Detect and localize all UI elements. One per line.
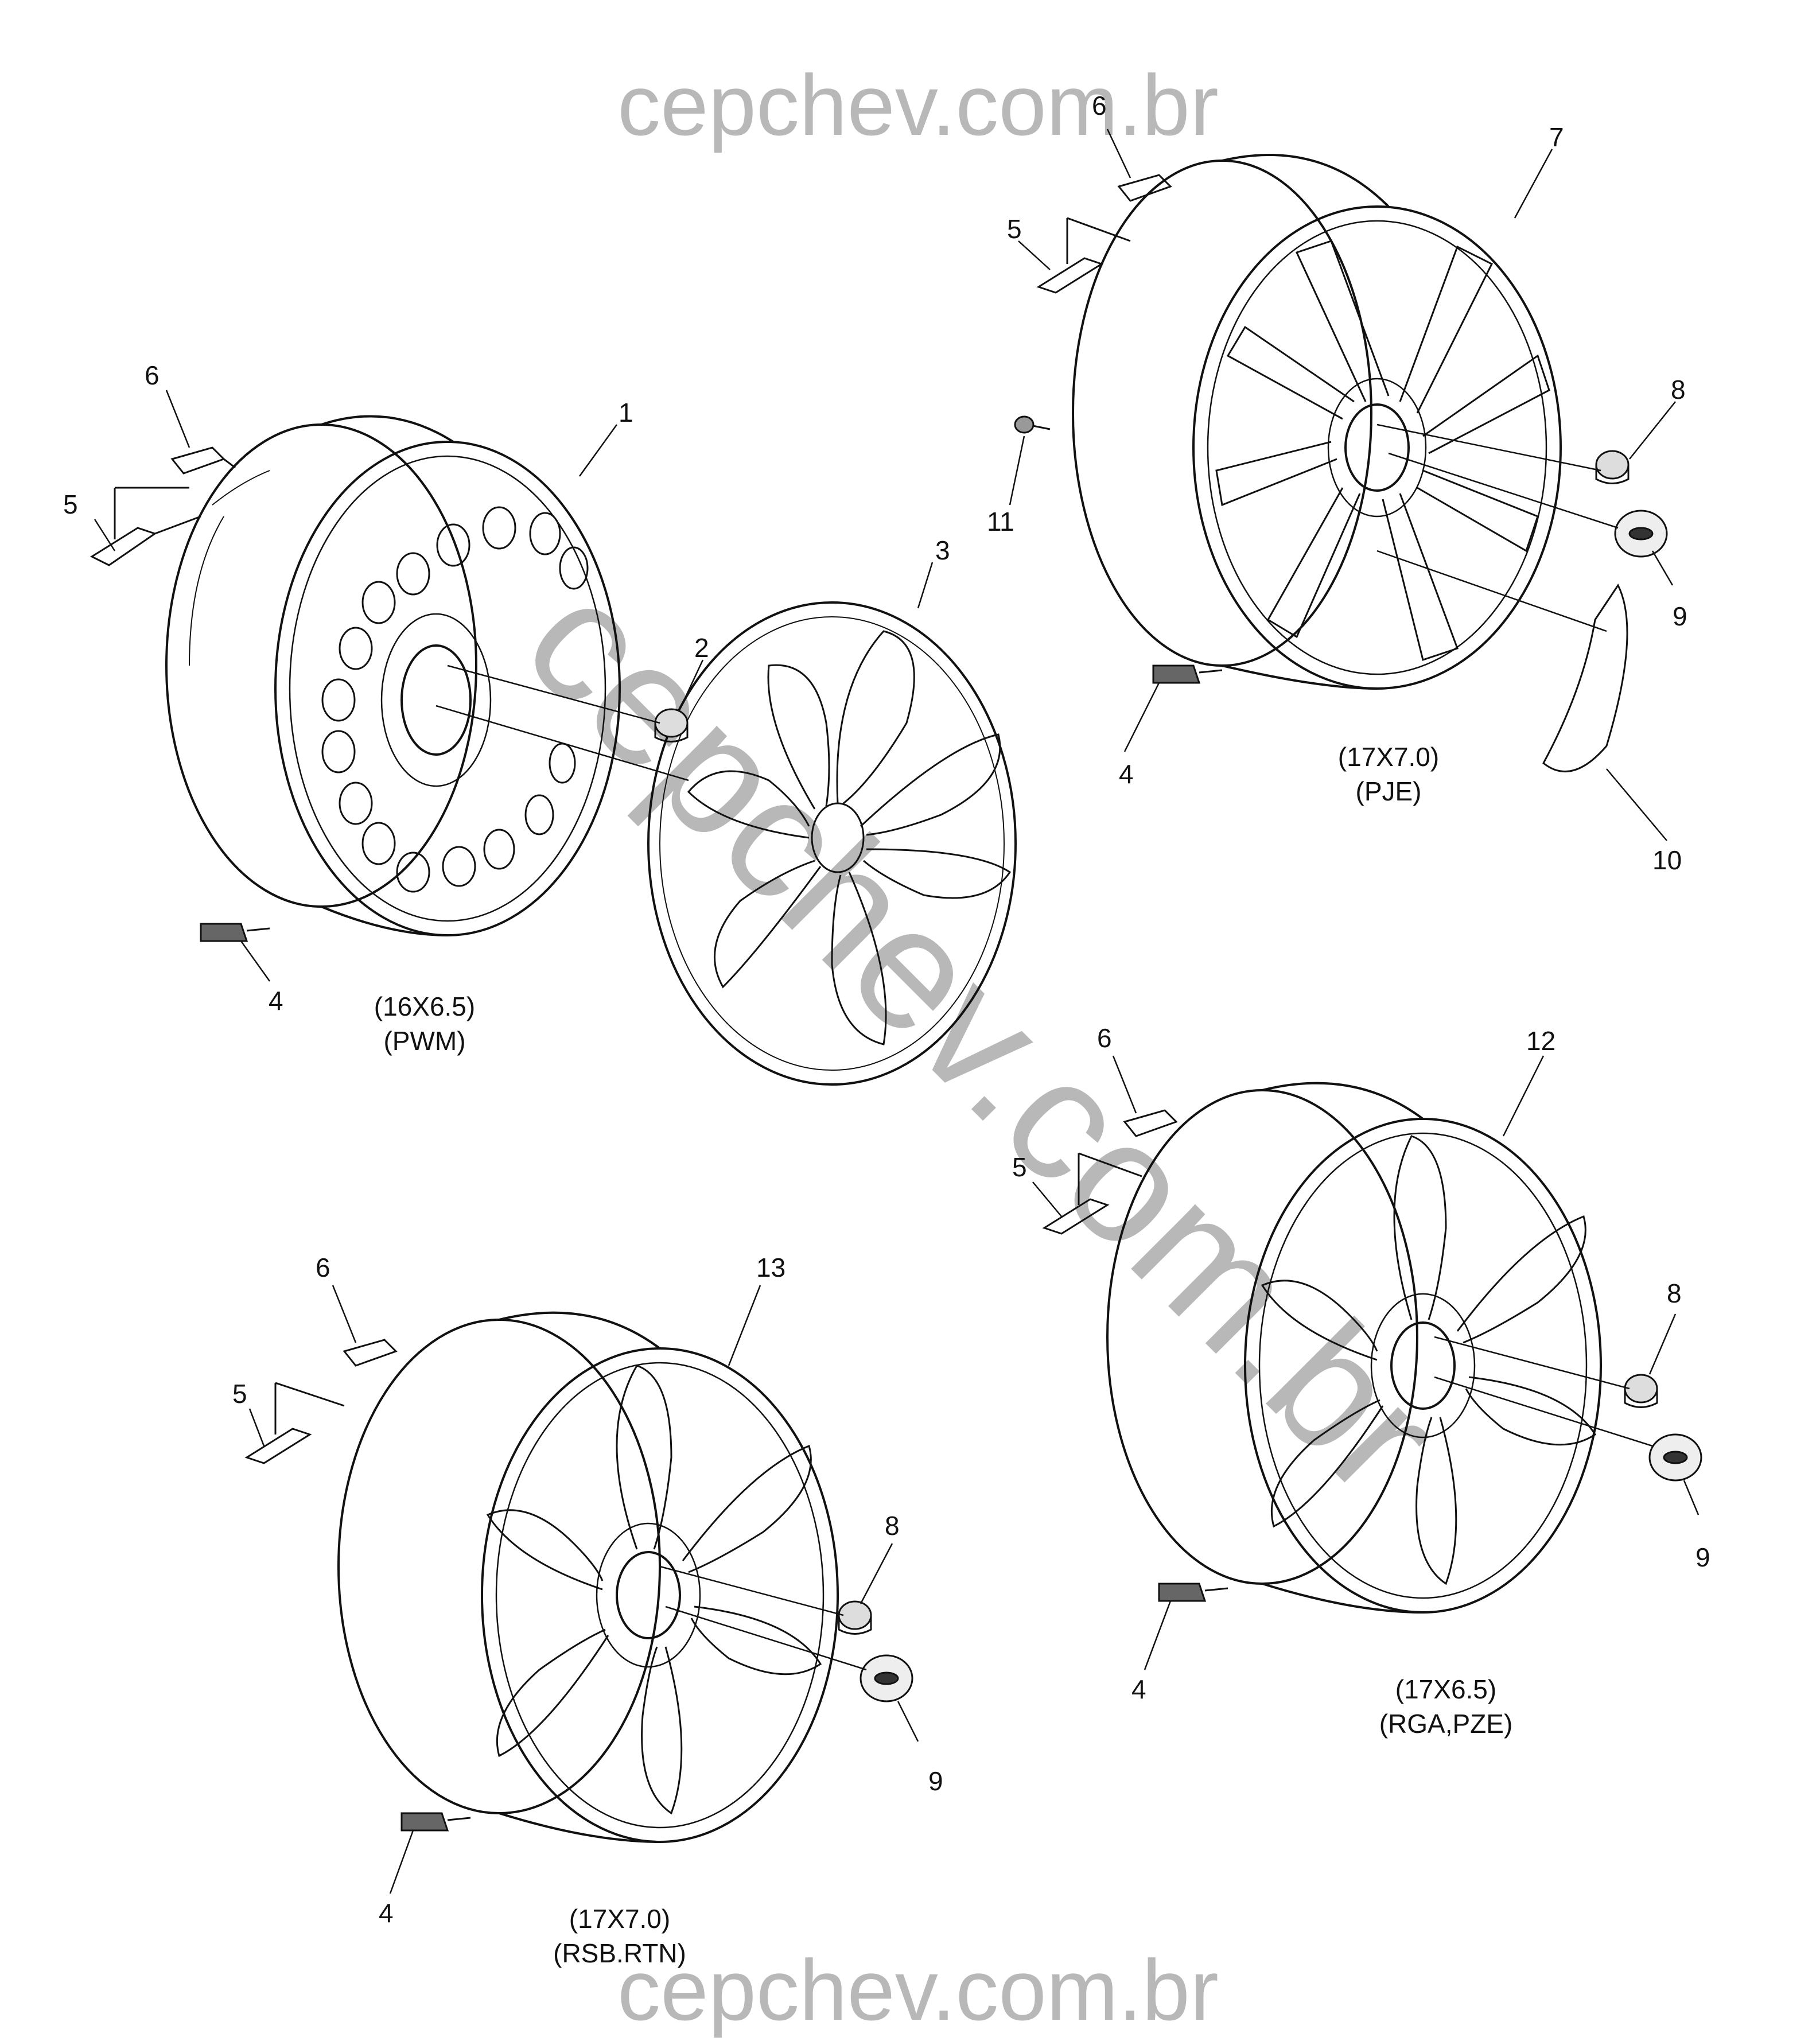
callout-9: 9 xyxy=(1695,1542,1710,1572)
callout-4: 4 xyxy=(1131,1674,1146,1704)
callout-8: 8 xyxy=(1667,1278,1682,1308)
alloy-wheel-rsb-rtn xyxy=(337,1311,839,1843)
callout-2: 2 xyxy=(694,633,709,663)
bolt xyxy=(1014,415,1051,434)
caption-code-rsb-rtn: (RSB.RTN) xyxy=(553,1938,686,1968)
callout-10: 10 xyxy=(1652,845,1682,875)
caption-code-pje: (PJE) xyxy=(1356,776,1422,806)
balance-weight-clip xyxy=(244,1382,345,1464)
callout-5: 5 xyxy=(232,1379,247,1409)
balance-weight-clip xyxy=(1042,1152,1142,1235)
valve-stem xyxy=(400,1812,471,1832)
caption-size-rga-pze: (17X6.5) xyxy=(1395,1674,1496,1704)
adhesive-weight xyxy=(1117,174,1172,202)
lug-nut xyxy=(1595,450,1630,484)
callout-4: 4 xyxy=(379,1898,394,1928)
callout-5: 5 xyxy=(63,489,78,519)
leader-lines-pje xyxy=(1009,129,1676,841)
watermark-diagonal: cepchev.com.br xyxy=(489,543,1476,1530)
wheel-group-rsb-rtn: 13 8 9 4 5 6 (17X7.0) (RSB.RTN) xyxy=(232,1253,943,1968)
callout-5: 5 xyxy=(1007,214,1022,244)
callout-6: 6 xyxy=(1097,1023,1112,1053)
callout-6: 6 xyxy=(316,1253,330,1282)
lug-nut xyxy=(838,1600,872,1635)
leader-lines-rga-pze xyxy=(1032,1055,1700,1670)
wheel-group-rga-pze: 12 8 9 4 5 6 (17X6.5) (RGA,PZE) xyxy=(1012,1023,1710,1739)
wheel-group-pje: 7 8 9 10 11 4 5 6 (17X7.0) (PJE) xyxy=(987,91,1687,875)
alloy-wheel-pje xyxy=(1072,154,1562,690)
adhesive-weight xyxy=(170,446,236,475)
lug-nut xyxy=(654,708,689,742)
wheel-group-pwm: 1 2 3 4 5 6 (16X6.5) (PWM) xyxy=(63,360,1017,1086)
callout-8: 8 xyxy=(1671,375,1686,405)
valve-stem xyxy=(200,923,270,942)
center-cap xyxy=(1614,510,1668,558)
caption-code-rga-pze: (RGA,PZE) xyxy=(1379,1709,1513,1739)
leader-lines-pwm xyxy=(94,390,934,982)
watermark-top: cepchev.com.br xyxy=(617,57,1219,153)
alloy-wheel-rga-pze xyxy=(1106,1082,1602,1614)
spoke-insert xyxy=(1542,584,1628,772)
callout-11: 11 xyxy=(987,507,1014,537)
steel-wheel-rim xyxy=(165,415,621,936)
caption-size-pje: (17X7.0) xyxy=(1338,742,1439,772)
balance-weight-clip xyxy=(1036,217,1131,294)
ventilation-holes xyxy=(321,506,589,893)
callout-12: 12 xyxy=(1526,1026,1555,1056)
callout-5: 5 xyxy=(1012,1152,1027,1182)
callout-4: 4 xyxy=(269,986,283,1016)
adhesive-weight xyxy=(343,1339,398,1367)
callout-9: 9 xyxy=(1673,601,1687,631)
callout-1: 1 xyxy=(619,398,633,427)
callout-3: 3 xyxy=(935,535,950,565)
caption-size-rsb-rtn: (17X7.0) xyxy=(569,1904,670,1934)
callout-8: 8 xyxy=(885,1511,900,1541)
caption-size-pwm: (16X6.5) xyxy=(374,992,475,1021)
watermark-bottom: cepchev.com.br xyxy=(617,1942,1219,2038)
callout-7: 7 xyxy=(1549,122,1564,152)
callout-6: 6 xyxy=(1092,91,1107,120)
center-cap xyxy=(860,1654,913,1702)
valve-stem xyxy=(1158,1583,1228,1602)
callout-9: 9 xyxy=(928,1766,943,1796)
hubcap xyxy=(647,601,1017,1086)
leader-lines-rsb-rtn xyxy=(248,1285,919,1894)
valve-stem xyxy=(1152,664,1223,684)
callout-6: 6 xyxy=(145,360,160,390)
adhesive-weight xyxy=(1123,1109,1178,1137)
callout-4: 4 xyxy=(1119,759,1134,789)
caption-code-pwm: (PWM) xyxy=(383,1026,465,1056)
balance-weight-clip xyxy=(90,487,201,566)
center-cap xyxy=(1648,1433,1702,1482)
lug-nut xyxy=(1624,1374,1658,1408)
callout-13: 13 xyxy=(756,1253,785,1282)
